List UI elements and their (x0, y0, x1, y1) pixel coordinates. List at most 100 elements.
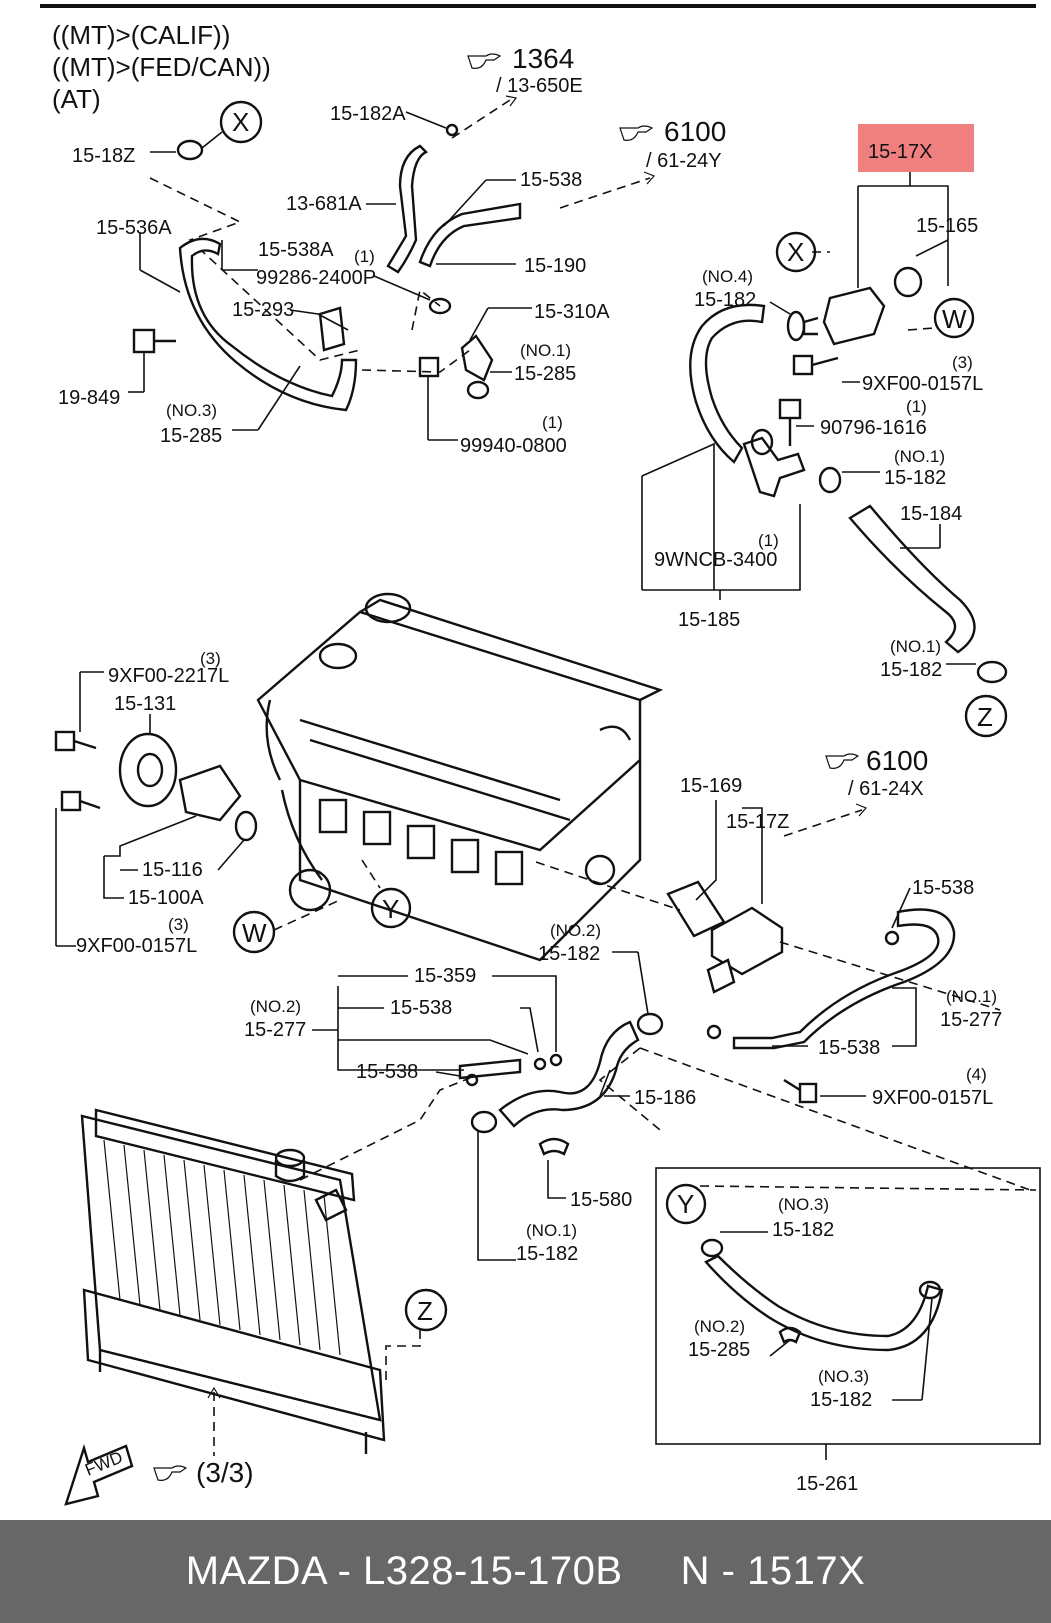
clip-15-580 (538, 1137, 570, 1156)
quantity-note: (4) (966, 1065, 987, 1084)
part-label[interactable]: 15-261 (796, 1473, 858, 1495)
header-line-3: (AT) (52, 84, 101, 114)
circle-y-letter: Y (382, 894, 399, 924)
part-label[interactable]: 15-190 (524, 255, 586, 277)
hose-15-185[interactable] (689, 303, 766, 464)
part-label[interactable]: 15-182 (884, 467, 946, 489)
ref-arrow (783, 809, 863, 837)
part-label[interactable]: 15-285 (514, 363, 576, 385)
part-label[interactable]: 9XF00-2217L (108, 665, 229, 687)
part-label[interactable]: 15-285 (688, 1339, 750, 1361)
quantity-note: (NO.1) (526, 1221, 577, 1240)
part-label[interactable]: 15-116 (142, 859, 203, 881)
ref-6100-y-sub: / 61-24Y (646, 150, 722, 172)
part-label[interactable]: 15-184 (900, 503, 962, 525)
hose-clamp (176, 139, 204, 161)
part-label[interactable]: 15-18Z (72, 145, 135, 167)
water-pump[interactable] (178, 764, 242, 822)
circle-x-letter: X (787, 237, 804, 267)
ref-6100-y-number[interactable]: 6100 (664, 116, 726, 147)
footer-bar: MAZDA - L328-15-170B N - 1517X (0, 1520, 1051, 1623)
hose-15-261[interactable] (704, 1254, 944, 1352)
quantity-note: (NO.1) (520, 341, 571, 360)
part-label[interactable]: 15-182 (516, 1243, 578, 1265)
circle-y-marker (370, 887, 412, 929)
part-label[interactable]: 13-681A (286, 193, 362, 215)
part-label[interactable]: 15-538A (258, 239, 334, 261)
part-label[interactable]: 15-17Z (726, 811, 789, 833)
part-label[interactable]: 15-277 (244, 1019, 306, 1041)
quantity-note: (NO.1) (890, 637, 941, 656)
part-label[interactable]: 15-182 (694, 289, 756, 311)
part-label[interactable]: 15-165 (916, 215, 978, 237)
ref-arrow (451, 99, 511, 139)
part-label[interactable]: 15-277 (940, 1009, 1002, 1031)
part-label[interactable]: 99286-2400P (256, 267, 376, 289)
part-label[interactable]: 15-285 (160, 425, 222, 447)
part-label[interactable]: 9XF00-0157L (872, 1087, 993, 1109)
quantity-note: (NO.3) (818, 1367, 869, 1386)
hand-pointer-icon (467, 53, 502, 69)
o-ring-15-165 (893, 266, 923, 298)
part-label[interactable]: 15-310A (534, 301, 610, 323)
bolt (798, 1082, 818, 1104)
hand-pointer-icon (153, 1465, 188, 1481)
part-label[interactable]: 15-182 (538, 943, 600, 965)
parts-diagram: ((MT)>(CALIF)) ((MT)>(FED/CAN)) (AT) 136… (40, 4, 1041, 1506)
part-label[interactable]: 15-580 (570, 1189, 632, 1211)
ref-arrow (559, 177, 651, 209)
hose-15-190[interactable] (418, 202, 522, 268)
part-label[interactable]: 15-538 (390, 997, 452, 1019)
circle-z-letter: Z (977, 702, 993, 732)
part-label[interactable]: 90796-1616 (820, 417, 927, 439)
ref-1364-number[interactable]: 1364 (512, 43, 574, 74)
part-label[interactable]: 9XF00-0157L (76, 935, 197, 957)
part-label[interactable]: 15-359 (414, 965, 476, 987)
part-label[interactable]: 15-182A (330, 103, 406, 125)
circle-y-marker (665, 1183, 707, 1225)
ref-6100-x-sub: / 61-24X (848, 778, 924, 800)
part-label[interactable]: 15-131 (114, 693, 176, 715)
inset-box-15-261 (655, 1167, 1041, 1445)
part-label[interactable]: 99940-0800 (460, 435, 567, 457)
quantity-note: (1) (758, 531, 779, 550)
part-label[interactable]: 19-849 (58, 387, 120, 409)
hose-15-186[interactable] (498, 1020, 640, 1128)
part-label[interactable]: 15-538 (912, 877, 974, 899)
hand-pointer-icon (619, 125, 654, 141)
part-label[interactable]: 15-185 (678, 609, 740, 631)
hose-15-277-no1[interactable] (732, 908, 956, 1050)
part-label[interactable]: 15-182 (810, 1389, 872, 1411)
footer-part-number: MAZDA - L328-15-170B N - 1517X (185, 1549, 866, 1593)
part-label[interactable]: 15-182 (880, 659, 942, 681)
part-label[interactable]: 15-186 (634, 1087, 696, 1109)
part-label[interactable]: 15-100A (128, 887, 204, 909)
part-label[interactable]: 15-293 (232, 299, 294, 321)
part-label[interactable]: 15-538 (356, 1061, 418, 1083)
bracket-15-293 (318, 306, 346, 352)
ref-1364-sub: / 13-650E (496, 75, 583, 97)
thermostat-housing-15-17z[interactable] (710, 906, 784, 976)
part-label[interactable]: 15-536A (96, 217, 172, 239)
hose-15-538[interactable] (458, 1058, 522, 1080)
gasket-15-169 (666, 880, 726, 938)
thermostat-housing[interactable] (822, 286, 886, 346)
part-label[interactable]: 15-538 (520, 169, 582, 191)
part-label[interactable]: 9WNCB-3400 (654, 549, 777, 571)
part-label[interactable]: 15-182 (772, 1219, 834, 1241)
highlighted-part-label[interactable]: 15-17X (868, 141, 933, 163)
ref-6100-x-number[interactable]: 6100 (866, 745, 928, 776)
ref-3-3[interactable]: (3/3) (196, 1457, 254, 1488)
bolt (132, 328, 156, 354)
radiator[interactable] (80, 1108, 386, 1454)
hose-15-536a[interactable] (178, 237, 358, 412)
quantity-note: (NO.2) (550, 921, 601, 940)
quantity-note: (3) (200, 649, 221, 668)
part-label[interactable]: 15-538 (818, 1037, 880, 1059)
hose-15-184[interactable] (848, 504, 976, 654)
part-label[interactable]: 15-169 (680, 775, 742, 797)
hose-13-681a[interactable] (386, 144, 429, 274)
quantity-note: (NO.1) (946, 987, 997, 1006)
part-label[interactable]: 9XF00-0157L (862, 373, 983, 395)
quantity-note: (1) (542, 413, 563, 432)
